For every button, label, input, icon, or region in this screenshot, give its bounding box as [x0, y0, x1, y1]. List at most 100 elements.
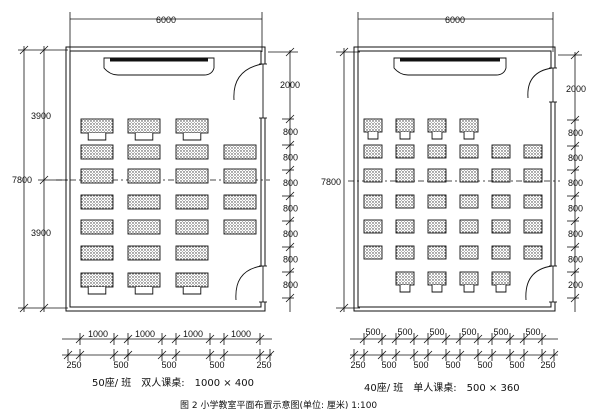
right-width-label: 6000	[445, 15, 465, 25]
left-row-spacing-label: 800	[283, 204, 298, 214]
left-aisle-label: 500	[113, 360, 128, 370]
right-caption-desk: 单人课桌:	[413, 383, 457, 394]
left-row-spacing-label: 800	[283, 127, 298, 137]
right-blackboard	[393, 57, 507, 76]
left-width-label: 6000	[156, 15, 176, 25]
left-row-spacing-label: 800	[283, 280, 298, 290]
double-desk	[80, 219, 114, 235]
single-desk	[363, 194, 383, 209]
right-right-dimension	[558, 50, 582, 312]
single-desk	[427, 168, 447, 183]
left-desk-width-label: 1000	[135, 329, 155, 339]
left-aisle-label: 250	[256, 360, 271, 370]
single-desk	[427, 194, 447, 209]
double-desk	[175, 219, 209, 235]
single-desk	[459, 219, 479, 234]
right-row-spacing-label: 800	[568, 178, 583, 188]
left-plan-caption: 50座/ 班双人课桌:1000 × 400	[92, 374, 254, 389]
double-desk	[175, 118, 209, 141]
right-aisle-label: 250	[350, 360, 365, 370]
right-desk-width-label: 500	[525, 327, 540, 337]
single-desk	[363, 118, 383, 140]
right-row-spacing-label: 2000	[566, 84, 586, 94]
single-desk	[491, 144, 511, 159]
double-desk	[175, 194, 209, 210]
double-desk	[127, 194, 161, 210]
left-upper-label: 3900	[31, 111, 51, 121]
single-desk	[491, 271, 511, 293]
right-row-spacing-label: 800	[568, 153, 583, 163]
double-desk	[127, 272, 161, 295]
double-desk	[80, 245, 114, 261]
left-aisle-label: 500	[161, 360, 176, 370]
right-height-label: 7800	[321, 177, 341, 187]
left-caption-seats: 50座/ 班	[92, 378, 132, 389]
single-desk	[427, 219, 447, 234]
right-desk-width-label: 500	[461, 327, 476, 337]
single-desk	[523, 144, 543, 159]
right-aisle-label: 500	[381, 360, 396, 370]
double-desk	[175, 168, 209, 184]
single-desk	[523, 245, 543, 260]
double-desk	[127, 118, 161, 141]
left-right-dimension	[268, 47, 298, 312]
double-desk	[80, 194, 114, 210]
single-desk	[491, 219, 511, 234]
left-walls	[65, 46, 266, 312]
single-desk	[427, 271, 447, 293]
single-desk	[523, 219, 543, 234]
single-desk	[395, 271, 415, 293]
single-desk	[363, 245, 383, 260]
left-desk-width-label: 1000	[183, 329, 203, 339]
right-classroom-plan: 6000 7800	[321, 12, 586, 370]
double-desk	[223, 144, 257, 160]
double-desk	[223, 194, 257, 210]
single-desk	[459, 118, 479, 140]
single-desk	[459, 144, 479, 159]
figure-caption: 图 2 小学教室平面布置示意图(单位: 厘米) 1:100	[180, 401, 378, 411]
left-row-spacing-label: 800	[283, 255, 298, 265]
single-desk	[395, 168, 415, 183]
right-aisle-label: 250	[540, 360, 555, 370]
single-desk	[491, 194, 511, 209]
right-row-spacing-label: 800	[568, 229, 583, 239]
right-aisle-label: 500	[509, 360, 524, 370]
double-desk	[127, 168, 161, 184]
double-desk	[80, 118, 114, 141]
right-row-spacing-label: 800	[568, 204, 583, 214]
right-caption-size: 500 × 360	[466, 383, 520, 394]
left-lower-label: 3900	[31, 228, 51, 238]
single-desk	[491, 245, 511, 260]
single-desk	[395, 144, 415, 159]
right-desk-width-label: 500	[429, 327, 444, 337]
double-desk	[223, 219, 257, 235]
left-row-spacing-label: 2000	[280, 80, 300, 90]
single-desk	[395, 245, 415, 260]
left-doors	[233, 63, 267, 303]
right-aisle-label: 500	[477, 360, 492, 370]
left-row-spacing-label: 800	[283, 153, 298, 163]
left-caption-desk: 双人课桌:	[141, 378, 185, 389]
left-desk-width-label: 1000	[231, 329, 251, 339]
single-desk	[523, 194, 543, 209]
single-desk	[395, 219, 415, 234]
single-desk	[363, 219, 383, 234]
right-row-spacing-label: 800	[568, 255, 583, 265]
double-desk	[80, 168, 114, 184]
double-desk	[80, 144, 114, 160]
single-desk	[523, 168, 543, 183]
left-row-spacing-label: 800	[283, 229, 298, 239]
single-desk	[427, 118, 447, 140]
left-blackboard	[103, 57, 215, 76]
left-top-dimension	[69, 12, 263, 52]
left-bottom-dimension	[62, 338, 272, 356]
right-row-spacing-label: 800	[568, 128, 583, 138]
double-desk	[175, 245, 209, 261]
right-row-spacing-label: 200	[568, 280, 583, 290]
double-desk	[127, 144, 161, 160]
single-desk	[459, 245, 479, 260]
double-desk	[175, 272, 209, 295]
single-desk	[395, 194, 415, 209]
left-row-spacing-label: 800	[283, 178, 298, 188]
